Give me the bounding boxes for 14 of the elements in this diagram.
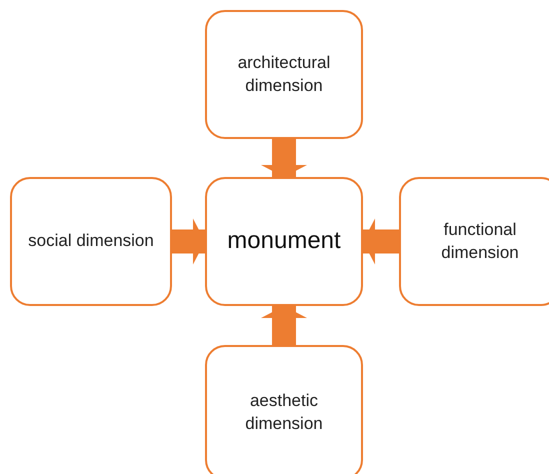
block-arrow — [363, 218, 399, 264]
dimension-box — [205, 345, 363, 474]
block-arrow — [172, 218, 205, 264]
block-arrow — [261, 139, 307, 177]
node-label: social dimension — [28, 230, 154, 252]
node-label: architectural dimension — [236, 52, 332, 96]
node-label: functional dimension — [440, 218, 520, 264]
dimension-box — [10, 177, 172, 306]
dimension-box — [205, 177, 363, 306]
node-label: monument — [227, 226, 341, 256]
dimension-box — [205, 10, 363, 139]
dimension-box — [399, 177, 549, 306]
block-arrow — [261, 306, 307, 345]
node-label: aesthetic dimension — [244, 390, 324, 434]
